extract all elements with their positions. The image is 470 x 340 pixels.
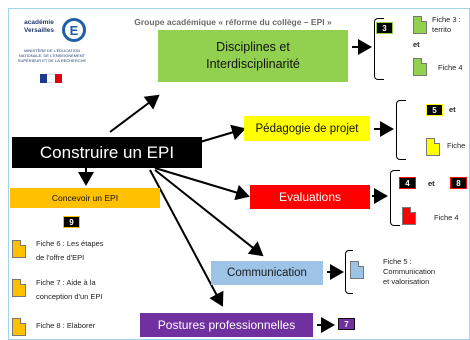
arrow-to-evaluations bbox=[154, 167, 250, 201]
fiche-6-line2: de l'offre d'EPI bbox=[36, 253, 85, 262]
communication-bracket bbox=[345, 250, 353, 294]
pedagogie-bracket bbox=[396, 100, 406, 160]
badge-8: 8 bbox=[450, 177, 467, 189]
arrow-to-communication bbox=[154, 169, 264, 257]
communication-fiche-line2: Communication bbox=[383, 267, 436, 276]
fiche-7-doc-icon bbox=[12, 279, 26, 297]
evaluations-connector: et bbox=[428, 179, 435, 188]
disciplines-fiche-a2: territo bbox=[432, 25, 452, 34]
badge-4: 4 bbox=[399, 177, 416, 189]
pedagogie-label: Pédagogie de projet bbox=[255, 122, 359, 135]
badge-9: 9 bbox=[63, 216, 80, 228]
badge-5: 5 bbox=[426, 104, 443, 116]
node-postures: Postures professionnelles bbox=[140, 313, 313, 337]
fiche-8-doc-icon bbox=[12, 318, 26, 336]
node-disciplines: Disciplines et Interdisciplinarité bbox=[158, 30, 348, 82]
pedagogie-doc-icon bbox=[426, 138, 440, 156]
pedagogie-fiche: Fiche bbox=[447, 141, 466, 150]
fiche-3-doc-icon bbox=[413, 16, 427, 34]
disciplines-bracket bbox=[374, 18, 384, 80]
communication-fiche-line1: Fiche 5 : bbox=[383, 257, 412, 266]
evaluations-label: Evaluations bbox=[278, 190, 342, 204]
fiche-7-line2: conception d'un EPI bbox=[36, 292, 103, 301]
arrow-to-pedagogie bbox=[199, 124, 246, 143]
disciplines-fiche-b: Fiche 4 bbox=[438, 63, 463, 72]
communication-fiche-line3: et valorisation bbox=[383, 277, 430, 286]
logo-line2: Versailles bbox=[24, 27, 54, 34]
central-node: Construire un EPI bbox=[12, 137, 202, 168]
logo-e-icon: E bbox=[62, 18, 86, 42]
badge-3: 3 bbox=[376, 22, 393, 34]
ministry-text: MINISTÈRE DE L'ÉDUCATION NATIONALE, DE L… bbox=[17, 48, 87, 63]
french-flag-icon bbox=[40, 74, 62, 83]
disciplines-fiche-a1: Fiche 3 : bbox=[432, 15, 461, 24]
postures-label: Postures professionnelles bbox=[157, 318, 296, 332]
fiche-6-line1: Fiche 6 : Les étapes bbox=[36, 239, 104, 248]
disciplines-line1: Disciplines et bbox=[216, 40, 290, 54]
fiche-6-doc-icon bbox=[12, 240, 26, 258]
page-header: Groupe académique « réforme du collège –… bbox=[134, 17, 332, 27]
fiche-7-line1: Fiche 7 : Aide à la bbox=[36, 278, 96, 287]
evaluations-doc-icon bbox=[402, 207, 416, 225]
disciplines-line2: Interdisciplinarité bbox=[206, 57, 300, 71]
communication-doc-icon bbox=[350, 261, 364, 279]
evaluations-bracket bbox=[390, 170, 400, 226]
badge-7: 7 bbox=[338, 318, 355, 330]
evaluations-fiche: Fiche 4 bbox=[434, 213, 459, 222]
concevoir-label: Concevoir un EPI bbox=[51, 193, 119, 203]
communication-label: Communication bbox=[227, 267, 307, 279]
node-communication: Communication bbox=[211, 261, 323, 285]
fiche-4-doc-icon bbox=[413, 58, 427, 76]
node-evaluations: Evaluations bbox=[250, 185, 370, 209]
node-concevoir: Concevoir un EPI bbox=[10, 188, 160, 208]
central-label: Construire un EPI bbox=[39, 142, 175, 162]
logo-line1: académie bbox=[24, 19, 54, 26]
node-pedagogie: Pédagogie de projet bbox=[244, 116, 370, 141]
disciplines-connector: et bbox=[413, 40, 420, 49]
academie-logo: E académie Versailles MINISTÈRE DE L'ÉDU… bbox=[16, 14, 96, 83]
pedagogie-connector: et bbox=[449, 105, 456, 114]
arrow-to-postures bbox=[149, 169, 224, 307]
fiche-8-line1: Fiche 8 : Elaborer bbox=[36, 321, 96, 330]
arrow-to-disciplines bbox=[109, 94, 160, 133]
